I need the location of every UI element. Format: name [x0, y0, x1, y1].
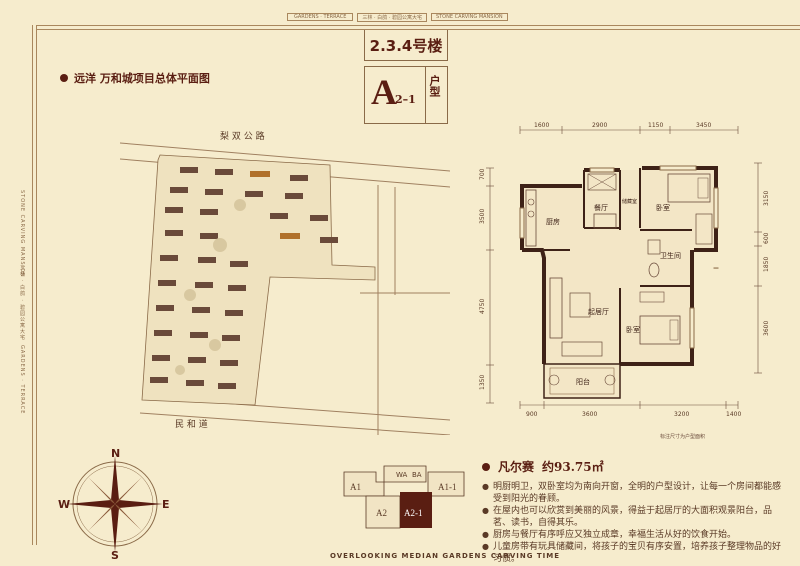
side-banner-middle: 三林 · 白鸽 · 碧园公寓大宅: [19, 265, 25, 341]
compass-rose: N S W E: [58, 448, 170, 560]
unit-type-sub: 2–1: [395, 93, 416, 106]
frame-left-line: [32, 25, 33, 545]
heading-bullet-icon: [482, 462, 490, 471]
dim-top-1: 1600: [534, 122, 549, 129]
footer-text: OVERLOOKING MEDIAN GARDENS CARVING TIME: [330, 552, 561, 560]
unit-name: 凡尔赛: [498, 460, 535, 474]
top-banner: GARDENS · TERRACE 三林 · 白鸽 · 碧园公寓大宅 STONE…: [287, 12, 527, 22]
top-banner-left: GARDENS · TERRACE: [287, 13, 354, 21]
side-banner-bottom: GARDENS · TERRACE: [19, 345, 25, 415]
feature-bullet-icon: ●: [482, 530, 489, 539]
feature-item: ●厨房与餐厅有序呼应又独立成章，幸福生活从好的饮食开始。: [482, 529, 782, 541]
dim-top-4: 3450: [696, 122, 711, 129]
key-label-a2: A2: [376, 508, 387, 518]
dim-right-3: 1850: [763, 257, 770, 272]
dim-bottom-3: 3200: [674, 411, 689, 418]
unit-area: 约93.75㎡: [542, 460, 604, 474]
room-balcony: 阳台: [576, 377, 590, 386]
building-label-box: 2.3.4号楼: [364, 30, 448, 61]
unit-type-suffix: 户型: [428, 75, 441, 97]
dim-right-2: 600: [763, 232, 770, 244]
dim-bottom-2: 3600: [582, 411, 597, 418]
dim-bottom-4: 1400: [726, 411, 741, 418]
site-plan: 梨 双 公 路 民 和 道: [120, 130, 450, 435]
top-banner-center: 三林 · 白鸽 · 碧园公寓大宅: [357, 12, 427, 22]
frame-left-line-2: [36, 25, 37, 545]
frame-top-line: [36, 25, 800, 26]
unit-type-box: A 2–1 户型: [364, 66, 448, 124]
dim-bottom-1: 900: [526, 411, 538, 418]
feature-text: 明厨明卫，双卧室均为南向开窗，全明的户型设计，让每一个房间都能感受到阳光的眷顾。: [492, 482, 781, 504]
room-bathroom: 卫生间: [660, 251, 681, 260]
flower-bullet-icon: [60, 74, 68, 82]
dim-right-1: 3150: [763, 191, 770, 206]
compass-s: S: [111, 549, 119, 560]
room-bedroom2: 卧室: [626, 325, 640, 334]
side-banner-top: STONE CARVING MANSION: [19, 190, 25, 278]
feature-item: ●明厨明卫，双卧室均为南向开窗，全明的户型设计，让每一个房间都能感受到阳光的眷顾…: [482, 481, 782, 505]
dim-left-2: 3500: [479, 209, 486, 224]
dim-right-4: 3600: [763, 321, 770, 336]
dim-left-4: 1350: [479, 375, 486, 390]
room-living: 起居厅: [588, 308, 609, 316]
room-dining: 餐厅: [594, 203, 608, 212]
feature-text: 在屋内也可以欣赏到美丽的风景，得益于起居厅的大面积观景阳台，品茗、读书，自得其乐…: [492, 506, 772, 528]
room-kitchen: 厨房: [546, 217, 560, 226]
unit-heading: 凡尔赛 约93.75㎡: [482, 458, 782, 475]
feature-bullet-icon: ●: [482, 482, 489, 491]
site-plan-title: 远洋 万和城项目总体平面图: [74, 72, 210, 85]
dim-left-1: 700: [479, 168, 486, 180]
dim-top-2: 2900: [592, 122, 607, 129]
feature-bullet-icon: ●: [482, 506, 489, 515]
unit-info: 凡尔赛 约93.75㎡ ●明厨明卫，双卧室均为南向开窗，全明的户型设计，让每一个…: [482, 458, 782, 565]
feature-text: 厨房与餐厅有序呼应又独立成章，幸福生活从好的饮食开始。: [492, 530, 736, 540]
key-label-a11: A1-1: [438, 482, 457, 492]
unit-type-letter: A: [371, 72, 397, 112]
top-banner-right: STONE CARVING MANSION: [430, 13, 508, 21]
compass-n: N: [111, 448, 120, 460]
key-label-a1: A1: [350, 482, 361, 492]
floor-plan-note: 标注尺寸为户型面积: [660, 433, 705, 440]
floor-plan: 1600 2900 1150 3450 900 3600 3200 1400 7…: [479, 122, 770, 440]
site-plan-title-row: 远洋 万和城项目总体平面图: [60, 70, 210, 86]
feature-text: 儿童房带有玩具储藏间，将孩子的宝贝有序安置，培养孩子整理物品的好习惯。: [492, 542, 781, 564]
key-mark-1: WA: [396, 471, 408, 479]
dim-top-3: 1150: [648, 122, 663, 129]
feature-item: ●儿童房带有玩具储藏间，将孩子的宝贝有序安置，培养孩子整理物品的好习惯。: [482, 541, 782, 565]
room-bedroom1: 卧室: [656, 203, 670, 212]
key-label-a21: A2-1: [404, 508, 423, 518]
dim-left-3: 4750: [479, 299, 486, 314]
building-label: 2.3.4号楼: [369, 36, 443, 55]
feature-bullet-icon: ●: [482, 542, 489, 551]
key-plan: WA BA A1 A2 A1-1 A2-1: [343, 465, 465, 529]
road-bottom-label: 民 和 道: [175, 418, 208, 430]
feature-item: ●在屋内也可以欣赏到美丽的风景，得益于起居厅的大面积观景阳台，品茗、读书，自得其…: [482, 505, 782, 529]
road-top-label: 梨 双 公 路: [220, 130, 265, 142]
room-storage: 储藏室: [622, 198, 637, 205]
compass-e: E: [162, 498, 170, 511]
key-mark-2: BA: [412, 471, 422, 479]
frame-top-line-2: [36, 29, 800, 30]
compass-w: W: [58, 498, 70, 511]
